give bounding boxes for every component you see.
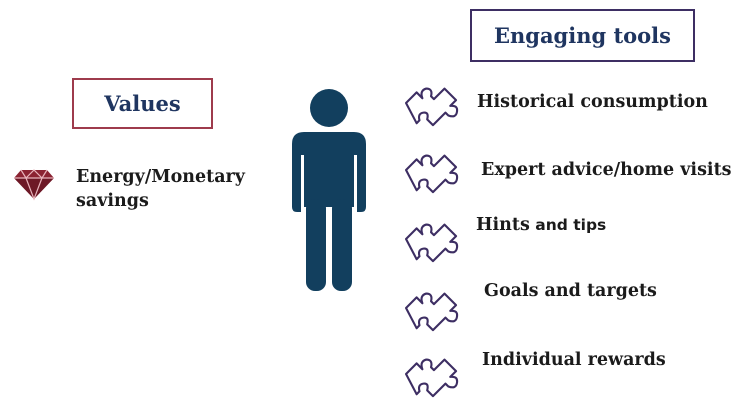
tool-label-part2: and tips (529, 216, 607, 234)
tool-item-expert-advice: Expert advice/home visits (481, 160, 732, 180)
puzzle-piece-icon (403, 78, 461, 128)
tool-label: Historical consumption (477, 92, 708, 112)
puzzle-piece-icon (403, 145, 461, 195)
tool-label-part1: Hints (476, 215, 530, 235)
tool-label: Goals and targets (484, 281, 657, 301)
engaging-tools-title: Engaging tools (493, 23, 671, 48)
tool-item-historical-consumption: Historical consumption (477, 92, 708, 112)
value-item-savings: Energy/Monetary savings (76, 165, 276, 213)
tool-item-hints-and-tips: Hints and tips (476, 215, 606, 235)
value-label-line2: savings (76, 191, 149, 211)
puzzle-piece-icon (403, 214, 461, 264)
puzzle-piece-icon (403, 283, 461, 333)
values-title: Values (104, 91, 181, 116)
engaging-tools-header: Engaging tools (470, 9, 695, 62)
value-label-line1: Energy/Monetary (76, 167, 245, 187)
tool-label: Individual rewards (482, 350, 666, 370)
tool-label: Expert advice/home visits (481, 160, 732, 180)
gem-icon (14, 169, 54, 201)
puzzle-piece-icon (403, 349, 461, 399)
tool-item-individual-rewards: Individual rewards (482, 350, 666, 370)
values-header: Values (72, 78, 213, 129)
person-icon (292, 89, 366, 291)
tool-item-goals-and-targets: Goals and targets (484, 281, 657, 301)
